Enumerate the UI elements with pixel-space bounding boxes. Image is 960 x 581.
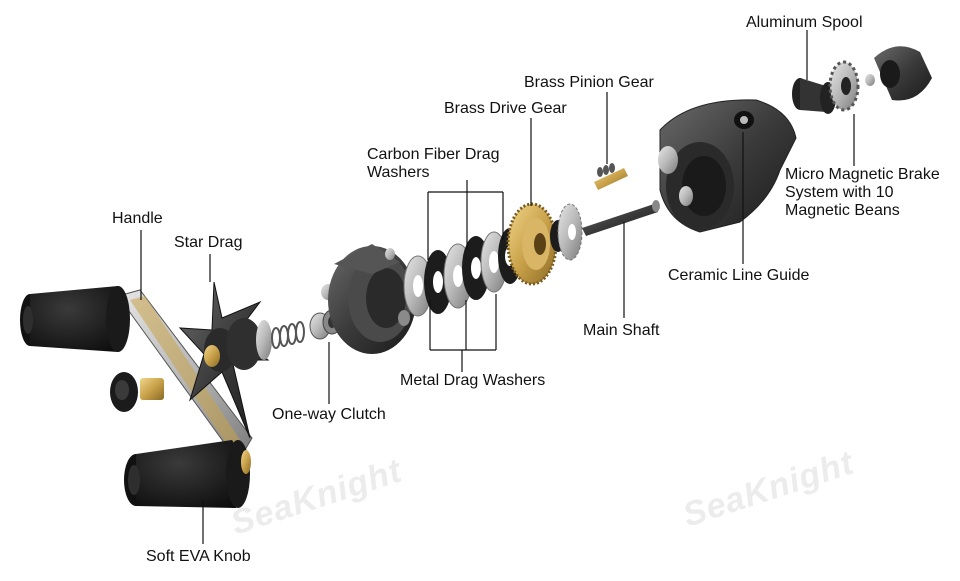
- label-carbon-fiber-line2: Washers: [367, 164, 430, 181]
- side-cover-left: [865, 46, 932, 101]
- side-plate: [328, 244, 416, 354]
- label-micro-magnetic-brake: Micro Magnetic Brake System with 10 Magn…: [785, 166, 940, 220]
- main-shaft-part: [582, 200, 660, 236]
- aluminum-spool-part: [792, 78, 836, 114]
- label-carbon-fiber-drag-washers: Carbon Fiber Drag Washers: [367, 146, 500, 182]
- label-micro-brake-line3: Magnetic Beans: [785, 202, 900, 219]
- upper-eva-knob: [20, 286, 130, 352]
- drag-washer-stack: [403, 228, 522, 317]
- label-aluminum-spool: Aluminum Spool: [746, 14, 863, 31]
- magnetic-brake-part: [828, 60, 860, 112]
- handle-arm: [117, 289, 253, 463]
- star-drag: [178, 281, 272, 439]
- brass-drive-gear: [506, 202, 558, 286]
- label-star-drag: Star Drag: [174, 234, 243, 251]
- label-one-way-clutch: One-way Clutch: [272, 406, 386, 423]
- label-soft-eva-knob: Soft EVA Knob: [146, 548, 251, 565]
- gear-washers: [550, 203, 583, 261]
- label-brass-pinion-gear: Brass Pinion Gear: [524, 74, 654, 91]
- label-handle: Handle: [112, 210, 163, 227]
- label-micro-brake-line2: System with 10: [785, 184, 894, 201]
- lower-eva-knob: [124, 440, 251, 508]
- brass-pinion-gear: [594, 163, 628, 190]
- drag-spring: [271, 321, 305, 349]
- handle-nut: [110, 372, 164, 412]
- label-micro-brake-line1: Micro Magnetic Brake: [785, 166, 940, 183]
- label-main-shaft: Main Shaft: [583, 322, 660, 339]
- label-carbon-fiber-line1: Carbon Fiber Drag: [367, 146, 500, 163]
- leader-lines: [140, 30, 855, 544]
- reel-frame: [658, 99, 797, 233]
- label-brass-drive-gear: Brass Drive Gear: [444, 100, 567, 117]
- label-ceramic-line-guide: Ceramic Line Guide: [668, 267, 810, 284]
- label-metal-drag-washers: Metal Drag Washers: [400, 372, 546, 389]
